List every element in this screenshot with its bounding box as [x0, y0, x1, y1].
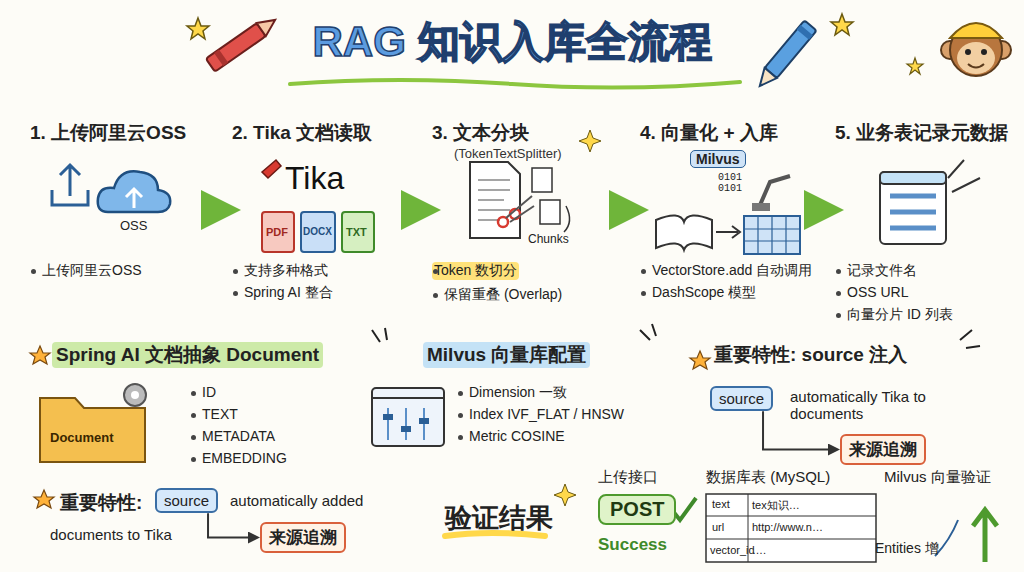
node-text: 来源追溯 [269, 526, 337, 549]
label-text: Milvus [690, 150, 746, 168]
node-text: TEXT [190, 406, 238, 422]
node-text: Dimension 一致 [457, 384, 567, 402]
tag-box: 来源追溯 [840, 434, 926, 465]
node-text: 向量分片 ID 列表 [835, 306, 953, 324]
label-text: Entities 增 [875, 540, 939, 558]
node-text: METADATA [190, 428, 275, 444]
node-text: source [164, 492, 209, 509]
node-text: (TokenTextSplitter) [454, 146, 562, 161]
label-text: 0101 0101 [718, 172, 744, 194]
feature-panel: 重要特性: source 注入 automatically Tika to doc… [690, 342, 1015, 472]
tag-box: source [710, 386, 773, 411]
node-text: ID [190, 384, 216, 400]
step-column: 3. 文本分块(TokenTextSplitter) Token 数切分保留重叠 … [432, 120, 612, 320]
label-text: 数据库表 (MySQL) [706, 468, 830, 487]
node-text: 1. 上传阿里云OSS [30, 120, 186, 146]
label-text: 验证结果 [445, 500, 553, 536]
node-text: 重要特性: source 注入 [714, 342, 907, 368]
label-text: vector_id [710, 544, 755, 556]
label-text: PDF [266, 226, 288, 238]
tag-box: source [155, 488, 218, 513]
node-text: documents to Tika [50, 526, 172, 543]
node-text: OSS URL [835, 284, 908, 300]
node-text: Spring AI 文档抽象 Document [52, 342, 323, 368]
label-text: tex知识… [752, 498, 800, 513]
node-text: POST [610, 498, 664, 521]
node-text: Spring AI 整合 [232, 284, 333, 302]
label-text: text [712, 498, 730, 510]
node-text: 记录文件名 [835, 262, 917, 280]
flow-arrow [208, 514, 256, 538]
label-text: Tika [285, 160, 344, 197]
node-text: 保留重叠 (Overlap) [432, 286, 562, 304]
feature-panel: 重要特性: automatically added documents to Tik… [30, 480, 430, 570]
flow-arrow [614, 208, 634, 213]
node-text: automatically added [230, 492, 363, 509]
label-text: TXT [346, 226, 367, 238]
node-text: source [719, 390, 764, 407]
feature-panel: Spring AI 文档抽象 DocumentID TEXT METADATA EMB… [30, 342, 360, 472]
label-text: url [712, 521, 724, 533]
label-text: Chunks [528, 232, 569, 246]
step-column: 5. 业务表记录元数据记录文件名OSS URL向量分片 ID 列表 [835, 120, 1010, 320]
label-text: Document [50, 430, 114, 445]
node-text: 上传阿里云OSS [30, 262, 142, 280]
label-text: Success [598, 535, 667, 555]
step-column: 1. 上传阿里云OSS 上传阿里云OSS [30, 120, 205, 320]
tag-box: 来源追溯 [260, 522, 346, 553]
step-column: 2. Tika 文档读取支持多种格式 Spring AI 整合 [232, 120, 407, 320]
label-text: http://www.n… [752, 521, 823, 533]
node-text: DashScope 模型 [640, 284, 756, 302]
node-text: 4. 向量化 + 入库 [640, 120, 778, 146]
node-text: automatically Tika to documents [790, 388, 965, 422]
node-text: Metric COSINE [457, 428, 565, 444]
label-text: 上传接口 [598, 468, 658, 487]
flow-arrow [207, 208, 226, 213]
feature-panel: Milvus 向量库配置 Dimension 一致 Index IVF_FLAT /… [365, 342, 645, 472]
label-text: DOCX [303, 226, 332, 237]
label-text: Milvus 向量验证 [884, 468, 991, 487]
node-text: 5. 业务表记录元数据 [835, 120, 1008, 146]
button-box: POST [598, 494, 676, 525]
title: RAG 知识入库全流程 [0, 14, 1024, 70]
flow-arrow [409, 208, 426, 213]
node-text: Index IVF_FLAT / HNSW [457, 406, 624, 422]
label-text: OSS [120, 218, 147, 233]
node-text: 支持多种格式 [232, 262, 328, 280]
node-text: 重要特性: [60, 490, 142, 516]
node-text: Milvus 向量库配置 [423, 342, 590, 368]
node-text: Token 数切分 [432, 262, 519, 280]
node-text: VectorStore.add 自动调用 [640, 262, 812, 280]
flow-arrow [812, 208, 829, 213]
node-text: 2. Tika 文档读取 [232, 120, 372, 146]
label-text: …. [752, 544, 766, 556]
node-text: EMBEDDING [190, 450, 287, 466]
node-text: 来源追溯 [849, 438, 917, 461]
node-text: 3. 文本分块 [432, 120, 529, 146]
